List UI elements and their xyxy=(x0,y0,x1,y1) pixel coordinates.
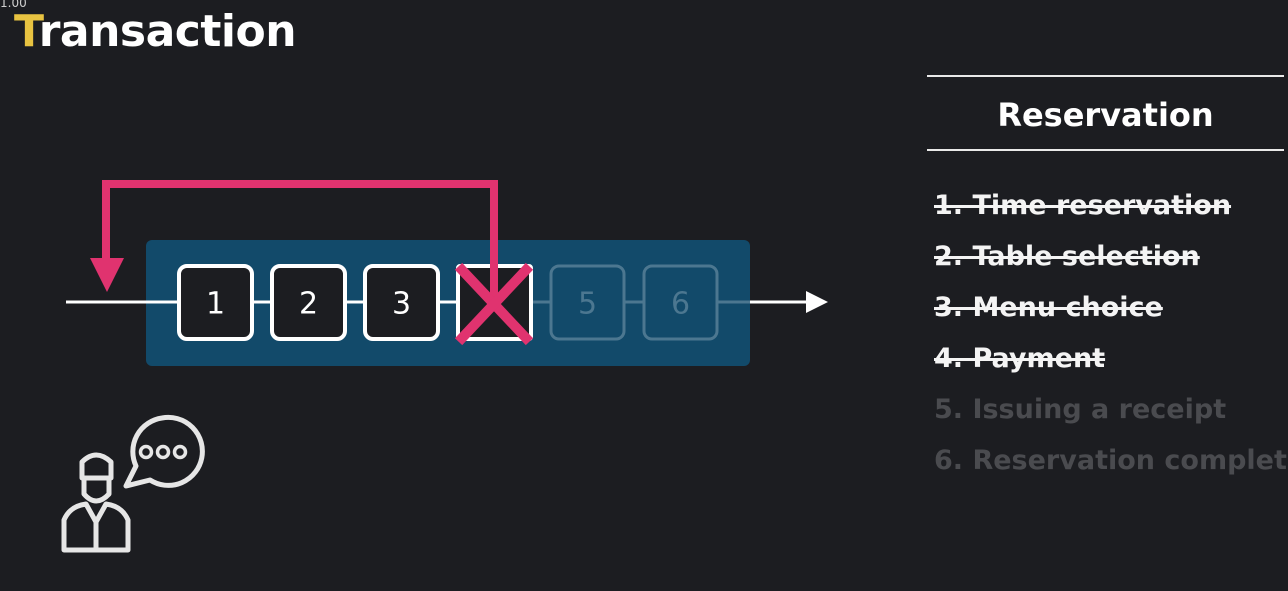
reservation-steps: 1. Time reservation 2. Table selection 3. … xyxy=(934,186,1288,492)
panel-top-rule xyxy=(927,75,1284,77)
step-box-label: 2 xyxy=(299,287,318,322)
waiter-icon xyxy=(61,452,131,553)
step-box-3: 3 xyxy=(363,264,440,341)
page-title: Transaction xyxy=(14,6,297,57)
panel-heading: Reservation xyxy=(997,96,1214,134)
step-box-6: 6 xyxy=(642,264,719,341)
step-box-label: 1 xyxy=(206,287,225,322)
arrow-right-icon xyxy=(750,291,828,313)
step-box-label: 3 xyxy=(392,287,411,322)
step-box-1: 1 xyxy=(177,264,254,341)
step-box-label: 6 xyxy=(671,287,690,322)
rollback-arrow-icon xyxy=(90,180,498,302)
video-timecode: 1.00 xyxy=(0,0,27,10)
title-first-letter: T xyxy=(14,6,39,57)
cross-icon xyxy=(454,262,534,346)
reservation-step: 4. Payment xyxy=(934,343,1106,374)
step-box-label: 5 xyxy=(578,287,597,322)
reservation-step: 5. Issuing a receipt xyxy=(934,394,1227,425)
reservation-step: 3. Menu choice xyxy=(934,292,1163,323)
speech-bubble-icon xyxy=(123,414,205,489)
panel-bottom-rule xyxy=(927,149,1284,151)
step-box-2: 2 xyxy=(270,264,347,341)
reservation-step: 1. Time reservation xyxy=(934,190,1232,221)
reservation-step: 2. Table selection xyxy=(934,241,1200,272)
step-box-5: 5 xyxy=(549,264,626,341)
reservation-step: 6. Reservation complete xyxy=(934,445,1288,476)
reservation-panel: Reservation xyxy=(927,75,1284,151)
title-rest: ransaction xyxy=(38,6,297,57)
